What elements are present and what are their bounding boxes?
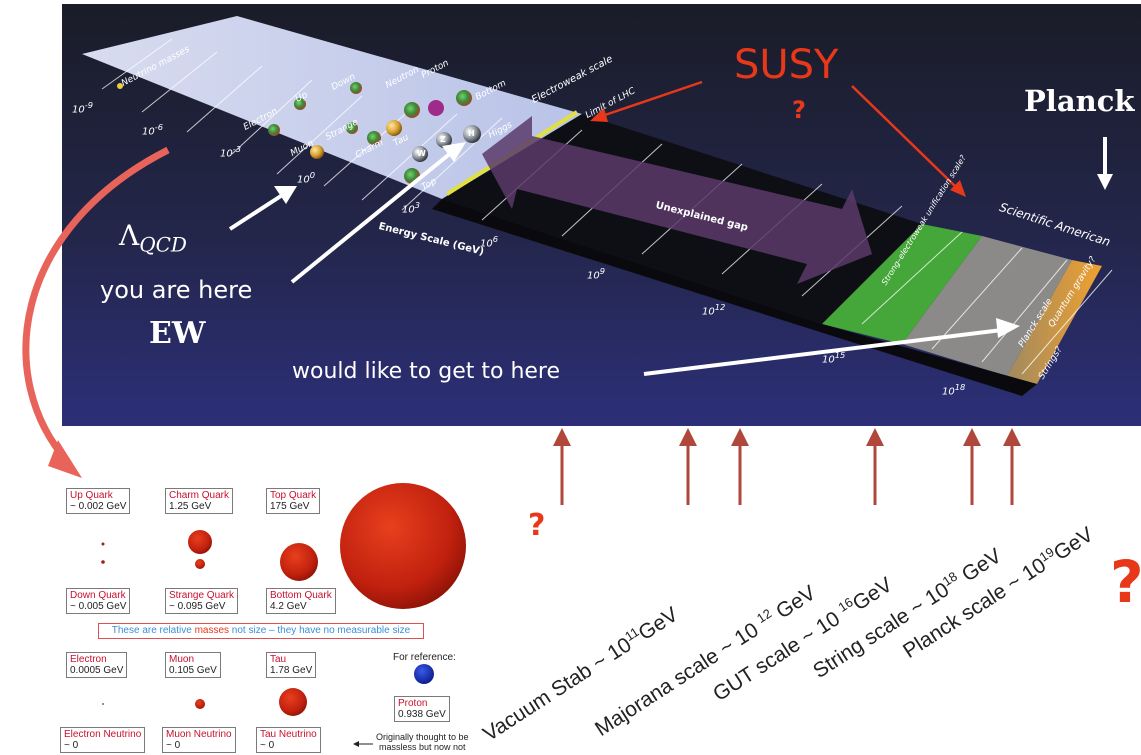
energy-scale-banner: SUSY ? Planck ΛQCD you are here EW would… (62, 4, 1141, 426)
question-mark-vacuum: ? (528, 508, 546, 543)
mass-circles (101, 483, 466, 747)
muon-circle (195, 699, 205, 709)
would-like-label: would like to get to here (292, 359, 561, 384)
particle-label-w: W (417, 149, 426, 158)
lambda-qcd-label: ΛQCD (119, 219, 187, 257)
down-quark-label: Down Quark~ 0.005 GeV (66, 588, 131, 614)
bottom-quark-circle (280, 543, 318, 581)
scale-arrows (553, 428, 1021, 505)
axis-tick-label: 1015 (822, 350, 846, 366)
question-mark-right: ? (1110, 548, 1141, 616)
particle-label-z: Z (440, 135, 446, 144)
electron-circle (102, 703, 104, 705)
particle-label-h: H (468, 129, 475, 138)
axis-tick-label: 100 (297, 170, 316, 186)
lambda-symbol: Λ (119, 219, 140, 252)
strange-quark-circle (195, 559, 205, 569)
susy-label: SUSY (734, 42, 839, 88)
reference-arrow-head (353, 741, 359, 747)
electron-neutrino-label: Electron Neutrino~ 0 (60, 727, 146, 753)
axis-tick-label: 1012 (702, 302, 726, 318)
relative-mass-note: These are relative masses not size – the… (98, 623, 424, 639)
up-quark-label: Up Quark~ 0.002 GeV (66, 488, 131, 514)
for-reference-label: For reference: (393, 652, 456, 663)
ew-label: EW (149, 316, 206, 351)
curved-arrow (22, 146, 170, 465)
susy-question-mark: ? (792, 96, 806, 124)
top-quark-circle (340, 483, 466, 609)
muon-neutrino-label: Muon Neutrino~ 0 (162, 727, 236, 753)
charm-quark-circle (188, 530, 212, 554)
axis-tick-label: 10-6 (142, 122, 164, 138)
down-quark-circle (101, 560, 105, 564)
energy-scale-graphic (62, 4, 1141, 426)
curved-arrow-head (48, 440, 82, 478)
axis-tick-label: 109 (587, 266, 606, 282)
you-are-here-label: you are here (100, 276, 253, 304)
lambda-subscript: QCD (139, 232, 187, 257)
axis-tick-label: 1018 (942, 382, 966, 398)
axis-tick-label: 10-3 (220, 144, 242, 160)
planck-label: Planck (1024, 84, 1135, 118)
axis-tick-label: 106 (480, 234, 499, 250)
axis-tick-label: 10-9 (72, 100, 94, 116)
up-quark-circle (101, 542, 105, 546)
proton-circle (414, 664, 434, 684)
tau-circle (279, 688, 307, 716)
tau-neutrino-label: Tau Neutrino~ 0 (256, 727, 321, 753)
axis-tick-label: 103 (402, 200, 421, 216)
strange-quark-label: Strange Quark~ 0.095 GeV (165, 588, 239, 614)
